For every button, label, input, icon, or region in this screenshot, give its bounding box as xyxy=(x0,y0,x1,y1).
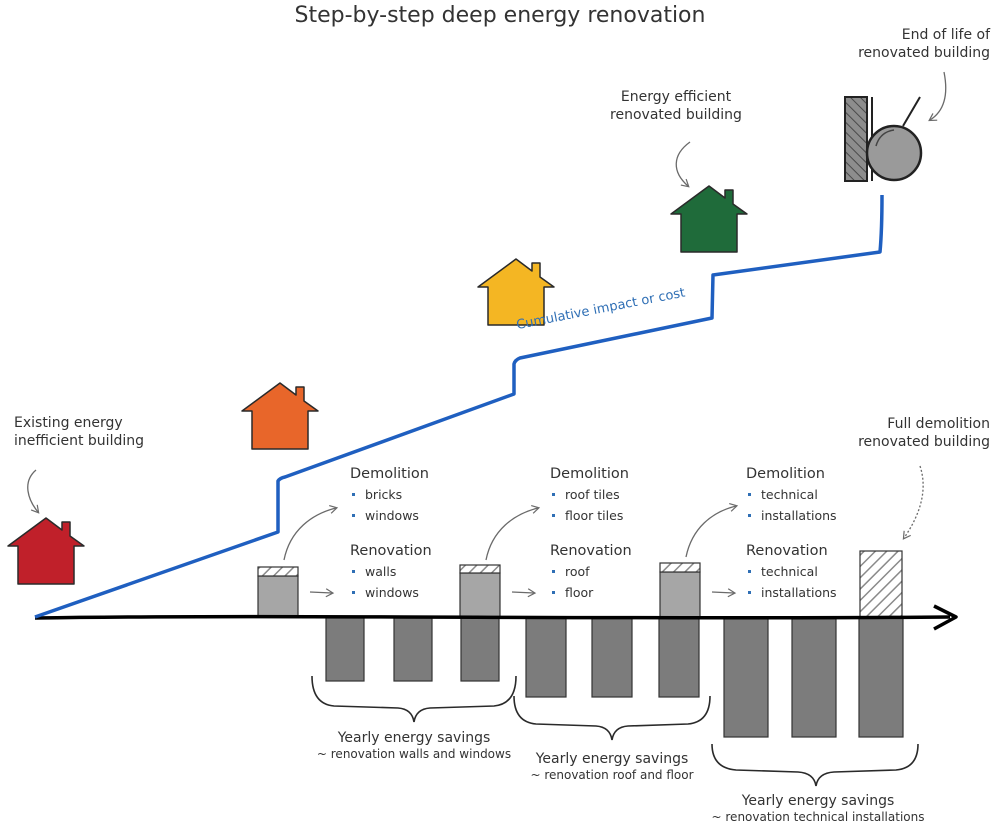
right-arrow-icon xyxy=(309,588,335,598)
note-line: Energy efficient xyxy=(620,89,732,105)
savings-subtitle: ~ renovation roof and floor xyxy=(530,768,694,783)
note-line: renovated building xyxy=(858,434,990,451)
demolition-list: bricks windows xyxy=(350,484,429,526)
list-item: installations xyxy=(746,582,837,603)
list-item: technical xyxy=(746,561,837,582)
full-demolition-note: Full demolition renovated building xyxy=(856,415,990,451)
curved-arrow-icon xyxy=(675,141,691,188)
step-1-demolition: Demolition bricks windows xyxy=(350,465,429,526)
brace xyxy=(711,743,919,787)
renovation-heading: Renovation xyxy=(746,543,828,559)
wrecking-ball-icon xyxy=(844,96,923,182)
curved-arrow-icon xyxy=(485,504,541,561)
list-item: roof tiles xyxy=(550,484,629,505)
savings-label-1: Yearly energy savings ~ renovation walls… xyxy=(304,729,524,763)
demolition-list: technical installations xyxy=(746,484,837,526)
savings-bar xyxy=(525,616,567,698)
step-3-renovation: Renovation technical installations xyxy=(746,542,837,603)
demolition-cost-bar xyxy=(257,566,299,577)
renovation-heading: Renovation xyxy=(550,543,632,559)
step-1-renovation: Renovation walls windows xyxy=(350,542,432,603)
savings-subtitle: ~ renovation walls and windows xyxy=(316,747,512,762)
savings-braces xyxy=(311,675,919,787)
step-2-demolition: Demolition roof tiles floor tiles xyxy=(550,465,629,526)
list-item: walls xyxy=(350,561,432,582)
savings-title: Yearly energy savings xyxy=(535,751,689,767)
list-item: floor tiles xyxy=(550,505,629,526)
savings-bar xyxy=(858,616,904,738)
demolition-heading: Demolition xyxy=(746,466,825,482)
house-icon xyxy=(241,382,319,450)
annotation-arrows xyxy=(27,71,947,540)
renovation-cost-bars xyxy=(257,550,903,618)
list-item: installations xyxy=(746,505,837,526)
list-item: floor xyxy=(550,582,632,603)
note-line: renovated building xyxy=(858,45,990,62)
savings-subtitle: ~ renovation technical installations xyxy=(711,810,925,825)
right-arrow-icon xyxy=(711,588,737,598)
right-arrow-icon xyxy=(511,588,537,598)
renovation-heading: Renovation xyxy=(350,543,432,559)
energy-savings-bars xyxy=(325,616,904,738)
note-line: Existing energy xyxy=(14,415,123,431)
existing-building-note: Existing energy inefficient building xyxy=(14,414,144,450)
list-item: windows xyxy=(350,505,429,526)
timeline-arrow-icon xyxy=(34,604,958,631)
note-line: End of life of xyxy=(901,27,990,43)
curved-arrow-icon xyxy=(685,502,739,558)
list-item: technical xyxy=(746,484,837,505)
note-line: inefficient building xyxy=(14,433,144,450)
demolition-cost-bar xyxy=(459,564,501,574)
brace xyxy=(311,675,517,723)
savings-bar xyxy=(591,616,633,698)
brace xyxy=(513,695,711,741)
demolition-cost-bar xyxy=(659,562,701,573)
savings-bar xyxy=(658,616,700,698)
renovation-cost-bar xyxy=(659,571,701,618)
list-item: roof xyxy=(550,561,632,582)
list-item: bricks xyxy=(350,484,429,505)
house-icon xyxy=(670,185,748,253)
renovation-list: walls windows xyxy=(350,561,432,603)
house-icon xyxy=(7,517,85,585)
savings-title: Yearly energy savings xyxy=(337,730,491,746)
savings-label-2: Yearly energy savings ~ renovation roof … xyxy=(502,750,722,784)
savings-label-3: Yearly energy savings ~ renovation techn… xyxy=(700,792,936,826)
demolition-heading: Demolition xyxy=(550,466,629,482)
full-demolition-bar xyxy=(859,550,903,618)
curved-arrow-icon xyxy=(283,504,339,561)
step-arrows xyxy=(283,502,739,598)
renovation-list: technical installations xyxy=(746,561,837,603)
renovation-cost-bar xyxy=(257,575,299,618)
demolition-list: roof tiles floor tiles xyxy=(550,484,629,526)
savings-bar xyxy=(393,616,433,682)
savings-bar xyxy=(325,616,365,682)
note-line: renovated building xyxy=(610,107,742,124)
savings-bar xyxy=(791,616,837,738)
end-of-life-note: End of life of renovated building xyxy=(856,26,990,62)
house-icon xyxy=(477,258,555,326)
curved-arrow-icon xyxy=(928,71,947,122)
savings-title: Yearly energy savings xyxy=(741,793,895,809)
step-2-renovation: Renovation roof floor xyxy=(550,542,632,603)
savings-bar xyxy=(723,616,769,738)
demolition-heading: Demolition xyxy=(350,466,429,482)
diagram-title: Step-by-step deep energy renovation xyxy=(294,3,706,28)
curved-arrow-icon xyxy=(902,465,924,540)
efficient-building-note: Energy efficient renovated building xyxy=(606,88,746,124)
cumulative-impact-line xyxy=(34,194,884,619)
note-line: Full demolition xyxy=(887,416,990,432)
curved-arrow-icon xyxy=(27,469,40,514)
step-3-demolition: Demolition technical installations xyxy=(746,465,837,526)
renovation-cost-bar xyxy=(459,572,501,618)
savings-bar xyxy=(460,616,500,682)
renovation-list: roof floor xyxy=(550,561,632,603)
list-item: windows xyxy=(350,582,432,603)
